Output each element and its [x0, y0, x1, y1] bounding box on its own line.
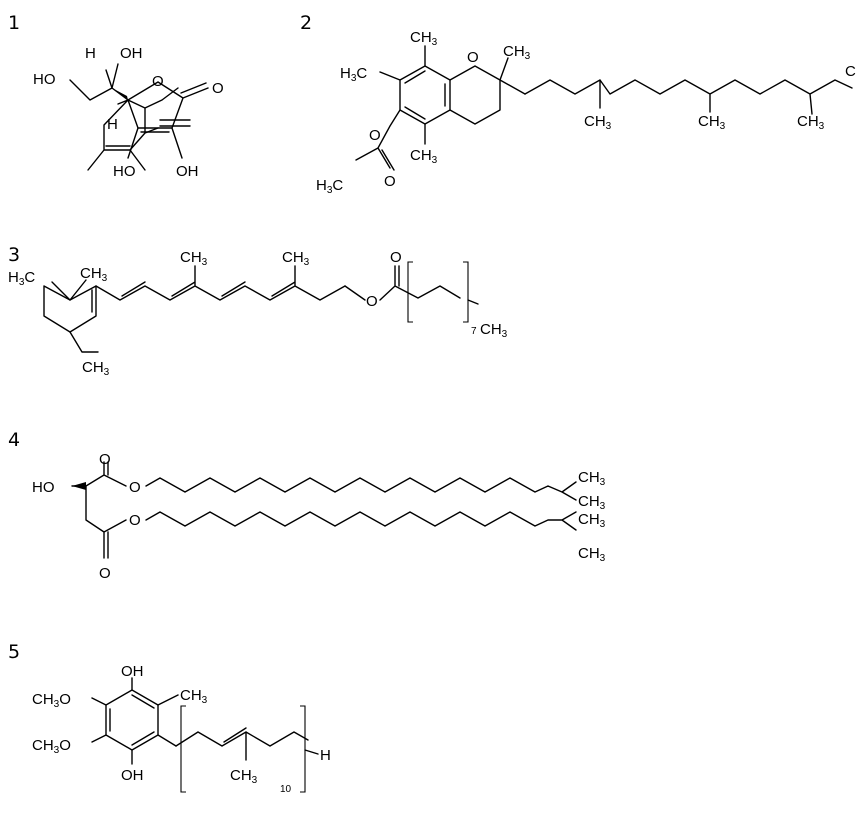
structure-2-ch3-quaternary: CH3: [503, 43, 531, 62]
structure-2-o-ester: O: [369, 127, 381, 144]
structure-1-o-carbonyl: O: [212, 80, 224, 97]
structure-2-substituent-bonds: [355, 45, 526, 171]
structure-3-ring-subs: [51, 279, 99, 353]
structure-4-ch3-1: CH3: [578, 469, 606, 488]
structure-2-h3c-left: H3C: [340, 65, 367, 84]
structure-4-number: 4: [8, 429, 20, 451]
structure-5-isoprene: [175, 727, 309, 761]
structure-1: 1 HO H OH H O O HO OH: [8, 12, 224, 180]
structure-4-wedge: [72, 482, 86, 490]
structure-2-pyran-ring: [449, 65, 501, 125]
structure-3-h3c-gem: H3C: [8, 269, 35, 288]
structure-3-ch3-end: CH3: [480, 321, 508, 340]
structure-1-number: 1: [8, 12, 20, 34]
structure-5-ring-subs: [91, 677, 179, 765]
structure-5-oh-bottom: OH: [121, 767, 144, 784]
structure-1-oh-bottom: OH: [176, 163, 199, 180]
structure-3-ch3-chain-1: CH3: [180, 249, 208, 268]
structure-4-ch3-4: CH3: [578, 545, 606, 564]
structure-5-repeat-count: 10: [280, 784, 292, 795]
structure-5-ch3-ring: CH3: [180, 687, 208, 706]
structure-1-o-ring: O: [152, 73, 164, 90]
structure-3-bracket: [407, 261, 469, 323]
structure-5-ch3o-2: CH3O: [32, 737, 71, 756]
structure-1-ring: [127, 81, 209, 159]
structure-4-o-carbonyl-1: O: [99, 451, 111, 468]
structure-1-ho-left: HO: [33, 71, 56, 88]
structure-2-ch3-branch-3: CH3: [797, 113, 825, 132]
structure-2-aromatic-ring: [399, 65, 451, 125]
structure-3-ester: [344, 265, 461, 301]
structure-4-o-carbonyl-2: O: [99, 565, 111, 582]
structure-4-chain-2: [145, 511, 577, 531]
structure-2-number: 2: [300, 12, 312, 34]
structure-5-ring: [105, 689, 159, 751]
structure-1-bonds: [69, 79, 191, 171]
structure-3-o-ester: O: [366, 293, 378, 310]
structure-4-ch3-2: CH3: [578, 493, 606, 512]
structure-5-oh-top: OH: [121, 663, 144, 680]
structure-3-repeat-count: 7: [471, 326, 477, 337]
structure-2-o-ring: O: [467, 49, 479, 66]
structure-1-oh-top: OH: [120, 45, 143, 62]
structure-2-ch3-branch-2: CH3: [698, 113, 726, 132]
structure-3-ch3-chain-2: CH3: [282, 249, 310, 268]
structure-1-h-low: H: [107, 116, 118, 133]
structure-4: 4 HO O O O O CH3 CH3 CH3 CH3: [8, 429, 606, 582]
structure-4-o-ester-1: O: [129, 479, 141, 496]
structure-2-side-chain: [524, 79, 853, 115]
structure-3-polyene: [95, 265, 346, 301]
structure-4-ch3-3: CH3: [578, 511, 606, 530]
structure-4-o-ester-2: O: [129, 512, 141, 529]
structure-4-chain-1: [145, 477, 577, 501]
structure-3-ch3-gem: CH3: [80, 265, 108, 284]
structure-3-ch3-ring: CH3: [82, 359, 110, 378]
structure-3: 3 H3C CH3 CH3 CH3 CH3 O O 7 CH3: [8, 244, 508, 378]
structure-2: 2 H3C CH3 O CH3 O CH3 H3C O CH3 CH3 CH3 …: [300, 12, 856, 196]
structure-2-ch3-top: CH3: [410, 29, 438, 48]
structure-3-number: 3: [8, 244, 20, 266]
structure-4-backbone: [71, 461, 127, 559]
structure-2-ch3-aromatic: CH3: [410, 147, 438, 166]
structure-2-h3c-acetyl: H3C: [316, 177, 343, 196]
structure-5-number: 5: [8, 641, 20, 663]
structure-2-o-acetyl: O: [384, 173, 396, 190]
structure-1-h-top: H: [85, 45, 96, 62]
structure-3-ring: [43, 285, 97, 333]
structure-2-ch3-branch-1: CH3: [584, 113, 612, 132]
structure-5-h-end: H: [320, 747, 331, 764]
structure-5-bracket: [180, 705, 306, 793]
structure-2-c-end: C: [845, 63, 856, 80]
structure-3-o-carbonyl: O: [390, 249, 402, 266]
structure-1-wedge: [112, 88, 128, 100]
structure-5: 5 OH CH3O CH3 CH3O OH CH3 10 H: [8, 641, 331, 795]
structure-5-ch3o-1: CH3O: [32, 691, 71, 710]
structure-4-ho: HO: [32, 479, 55, 496]
structure-5-ch3-chain: CH3: [230, 767, 258, 786]
structure-1-ho-bottom: HO: [113, 163, 136, 180]
